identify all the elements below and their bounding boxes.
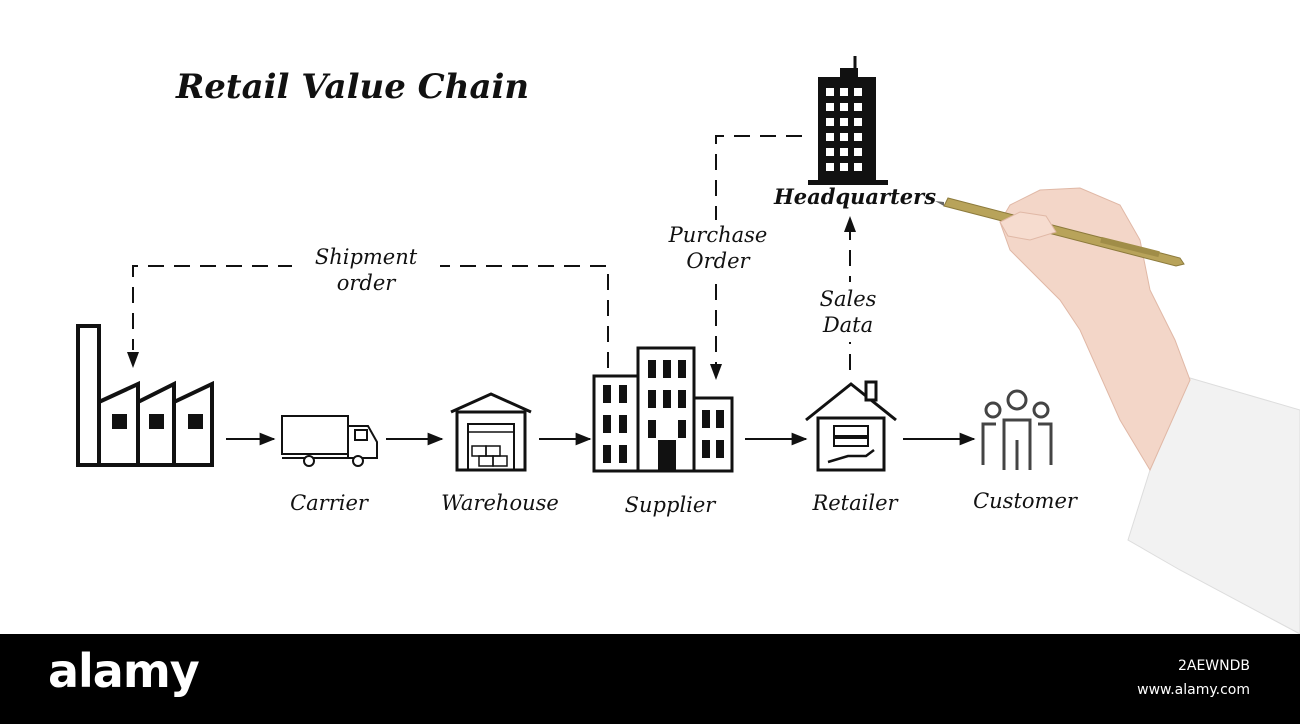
shipment-order-label-line1: Shipment xyxy=(315,245,418,269)
warehouse-label: Warehouse xyxy=(441,491,559,515)
customer-group-icon xyxy=(981,389,1053,470)
headquarters-tower-icon xyxy=(808,56,888,185)
purchase-order-arrowhead xyxy=(710,364,722,380)
sleeve xyxy=(1127,377,1300,635)
supplier-buildings-icon xyxy=(592,346,734,473)
pen xyxy=(935,197,1185,267)
factory-icon xyxy=(76,324,214,467)
truck-icon xyxy=(281,415,378,467)
purchase-order-connector xyxy=(715,135,802,366)
sales-data-label-line1: Sales xyxy=(820,287,877,311)
retailer-house-icon xyxy=(805,380,897,472)
image-id: 2AEWNDB xyxy=(1177,658,1250,674)
purchase-order-label-line1: Purchase xyxy=(668,223,768,247)
shipment-order-label-line2: order xyxy=(337,271,398,295)
warehouse-icon xyxy=(450,392,532,472)
purchase-order-label-line2: Order xyxy=(686,249,751,273)
hand-with-pen-illustration xyxy=(935,187,1300,635)
headquarters-label: Headquarters xyxy=(773,184,936,209)
carrier-label: Carrier xyxy=(290,491,370,515)
diagram-title: Retail Value Chain xyxy=(175,67,529,107)
sales-data-arrowhead xyxy=(844,216,856,232)
retailer-label: Retailer xyxy=(811,491,899,515)
sales-data-label-line2: Data xyxy=(822,313,873,337)
shipment-order-arrowhead xyxy=(127,352,139,368)
supplier-label: Supplier xyxy=(625,493,718,517)
brand-logo: alamy xyxy=(48,644,200,698)
watermark-footer: alamy 2AEWNDB www.alamy.com xyxy=(0,634,1300,724)
site-url: www.alamy.com xyxy=(1137,682,1250,698)
customer-label: Customer xyxy=(973,489,1079,513)
